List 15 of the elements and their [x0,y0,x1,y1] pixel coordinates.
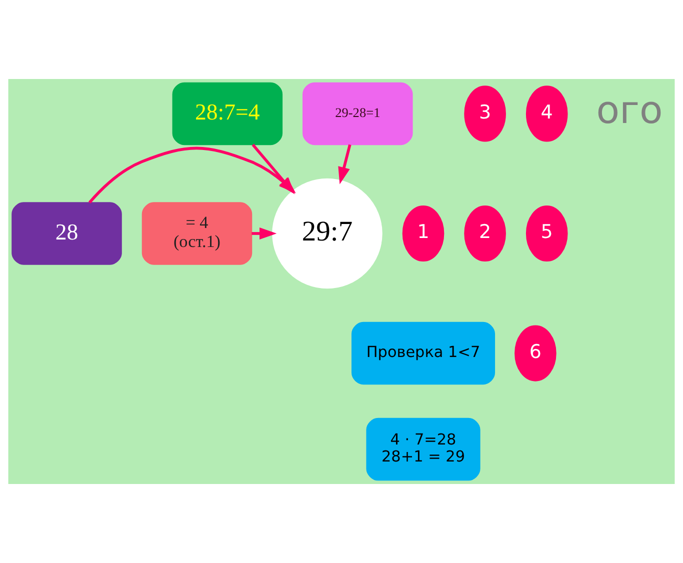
node-box: = 4 (ост.1) [142,202,252,265]
node-ellipse: 2 [464,205,506,262]
node-ellipse: 4 [526,86,568,142]
label: ого [596,88,663,132]
node-box: 28:7=4 [172,82,283,146]
arrow [252,227,277,240]
node-box: 28 [12,202,122,265]
node-ellipse: 6 [514,325,556,382]
node-box: 4 · 7=28 28+1 = 29 [366,418,480,481]
node-ellipse: 5 [526,205,568,262]
node-box: 29-28=1 [302,82,413,146]
node-box: Проверка 1<7 [351,322,496,385]
node-ellipse: 1 [402,205,444,262]
node-ellipse: 3 [464,86,506,142]
arrow [338,144,352,184]
